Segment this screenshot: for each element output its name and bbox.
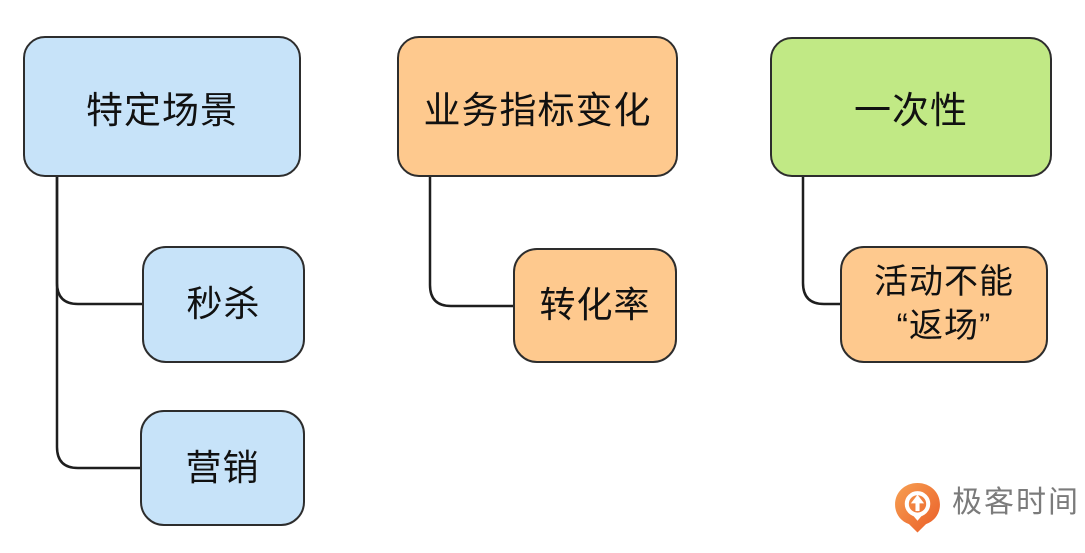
node-label: 特定场景 [86, 89, 238, 131]
brand-logo-text: 极客时间 [952, 485, 1080, 519]
brand-logo: 极客时间 [894, 482, 1080, 533]
node-label: 营销 [185, 446, 260, 488]
node-one-time: 一次性 [770, 37, 1052, 177]
connector-metric-change-to-conversion-rate [428, 175, 515, 308]
node-specific-scenario: 特定场景 [23, 36, 301, 177]
node-label: 转化率 [539, 284, 651, 326]
node-metric-change: 业务指标变化 [397, 36, 678, 177]
connector-specific-scenario-to-flash-sale [55, 174, 144, 306]
node-label: 活动不能 “返场” [874, 262, 1014, 345]
node-flash-sale: 秒杀 [142, 246, 305, 363]
node-no-encore: 活动不能 “返场” [840, 246, 1048, 363]
geektime-logo-icon [895, 483, 940, 533]
connector-one-time-to-no-encore [801, 175, 842, 306]
node-conversion-rate: 转化率 [513, 248, 677, 363]
node-label: 一次性 [854, 90, 968, 131]
node-label: 业务指标变化 [423, 89, 652, 131]
node-marketing: 营销 [140, 410, 305, 526]
connector-specific-scenario-to-marketing [55, 174, 142, 470]
node-label: 秒杀 [186, 283, 261, 325]
